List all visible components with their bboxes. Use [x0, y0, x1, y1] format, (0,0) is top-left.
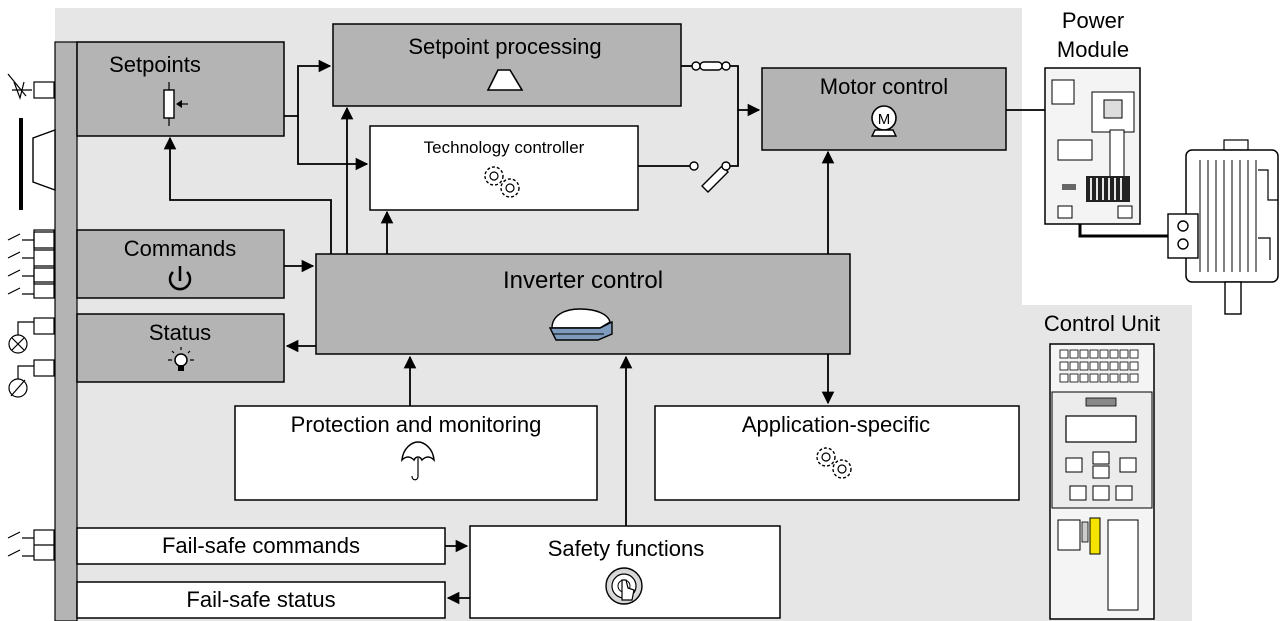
failsafe-commands-block[interactable] — [76, 527, 446, 565]
technology-controller-label: Technology controller — [424, 138, 585, 157]
power-module-device — [1044, 67, 1141, 225]
terminal-lamp-output-icon — [8, 317, 55, 354]
push-button-icon — [605, 567, 643, 605]
commands-block[interactable] — [76, 229, 285, 299]
setpoints-label: Setpoints — [109, 52, 201, 77]
gears-icon — [484, 166, 520, 198]
power-module-label-line1: Power — [1062, 8, 1124, 33]
left-bus — [54, 41, 78, 621]
motor-device — [1167, 139, 1279, 315]
inverter-control-label: Inverter control — [503, 267, 663, 294]
control-unit-device — [1049, 343, 1155, 620]
terminal-analog-output-icon — [8, 359, 55, 398]
application-gears-icon — [816, 447, 852, 479]
terminal-digital-inputs-icon — [7, 229, 55, 299]
application-specific-label: Application-specific — [742, 412, 930, 437]
commands-label: Commands — [124, 236, 236, 261]
lightbulb-icon — [168, 347, 194, 371]
control-unit-label: Control Unit — [1044, 311, 1160, 336]
captain-hat-icon — [548, 308, 613, 341]
terminal-setpoint-analog-icon — [7, 73, 55, 101]
motor-control-label: Motor control — [820, 74, 948, 99]
failsafe-commands-label: Fail-safe commands — [162, 533, 360, 558]
protection-monitoring-label: Protection and monitoring — [291, 412, 542, 437]
setpoint-processing-label: Setpoint processing — [408, 34, 601, 59]
status-label: Status — [149, 320, 211, 345]
terminal-fieldbus-icon — [19, 118, 56, 210]
closed-switch-icon — [691, 61, 731, 71]
application-specific-block[interactable] — [654, 405, 1020, 501]
motor-icon: M — [870, 105, 898, 137]
umbrella-icon — [401, 441, 435, 481]
technology-controller-block[interactable] — [369, 125, 639, 211]
setpoints-block[interactable] — [76, 41, 285, 137]
failsafe-status-block[interactable] — [76, 581, 446, 619]
safety-functions-label: Safety functions — [548, 536, 705, 561]
motor-icon-letter: M — [878, 111, 891, 128]
terminal-failsafe-inputs-icon — [7, 529, 55, 561]
potentiometer-icon — [163, 82, 188, 126]
ramp-function-icon — [486, 69, 524, 91]
open-switch-to-junction-line — [730, 110, 739, 167]
power-icon — [168, 266, 192, 291]
setpoints-to-techctrl-arrow — [297, 116, 369, 171]
setpoint-processing-block[interactable] — [332, 23, 682, 107]
power-module-label-line2: Module — [1057, 37, 1129, 62]
inverter-to-setpoints-arrow — [163, 136, 332, 254]
motor-cable — [1078, 224, 1168, 238]
switch-to-motor-control-arrow — [730, 65, 761, 117]
setpoints-to-processing-arrow — [284, 59, 332, 117]
failsafe-status-label: Fail-safe status — [186, 587, 335, 612]
